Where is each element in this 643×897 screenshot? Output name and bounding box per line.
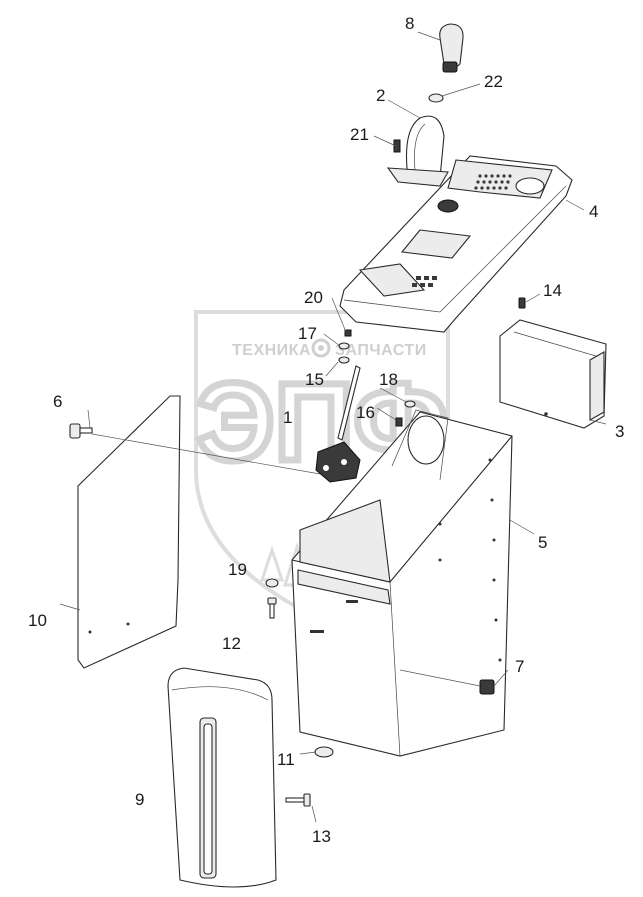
console-housing [291,409,513,757]
washer-17 [338,342,350,350]
leader-lines [59,31,607,823]
boot-frame [386,167,449,187]
callout-9: 9 [135,790,144,809]
callout-15: 15 [305,370,324,389]
callout-18: 18 [379,370,398,389]
side-panel [77,395,181,669]
shift-knob [439,23,464,73]
screw-13 [285,793,311,807]
callout-13: 13 [312,827,331,846]
watermark-left-word: ТЕХНИКА [232,342,311,359]
callout-7: 7 [515,657,524,676]
screw-16 [395,417,403,427]
gear-icon [311,338,331,358]
thumb-screw-6 [69,423,93,439]
callouts: 8 22 2 21 4 20 17 15 18 1 16 14 3 6 5 19… [28,14,624,846]
callout-2: 2 [376,86,385,105]
callout-20: 20 [304,288,323,307]
callout-14: 14 [543,281,562,300]
bumper-7 [479,679,495,695]
callout-17: 17 [298,324,317,343]
bolt-12 [267,597,277,619]
callout-4: 4 [589,202,598,221]
console-top-cover [339,155,573,333]
front-cover [167,667,277,888]
button-panel [412,276,437,287]
watermark-right-word: ЗАПЧАСТИ [335,342,427,359]
callout-19: 19 [228,560,247,579]
callout-5: 5 [538,533,547,552]
callout-8: 8 [405,14,414,33]
callout-10: 10 [28,611,47,630]
screw-20 [344,329,352,337]
washer-11 [314,746,334,758]
mounting-bracket [499,319,607,429]
knob-nut [428,93,444,103]
washer-19 [265,578,279,588]
callout-22: 22 [484,72,503,91]
callout-1: 1 [283,408,292,427]
washer-15 [338,356,350,364]
frame-clip [393,139,401,153]
cup-holder-grid [474,174,512,190]
shift-boot [405,115,445,179]
callout-12: 12 [222,634,241,653]
callout-6: 6 [53,392,62,411]
callout-11: 11 [277,750,295,769]
callout-16: 16 [356,403,375,422]
callout-3: 3 [615,422,624,441]
callout-21: 21 [350,125,369,144]
shift-lever-assembly [315,365,361,483]
washer-18 [404,400,416,408]
bolt-14 [518,297,526,309]
